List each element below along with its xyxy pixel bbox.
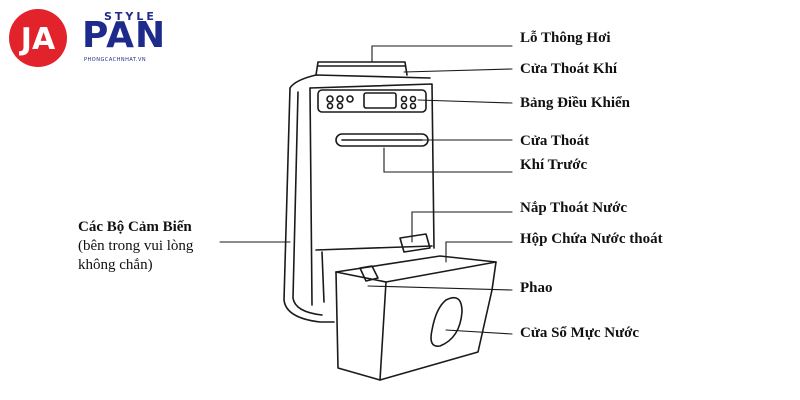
- panel-button-9: [409, 102, 417, 110]
- leader-drain-cover: [411, 211, 513, 243]
- cavity-top-edge: [315, 245, 433, 251]
- label-drain-cover: Nắp Thoát Nước: [520, 200, 628, 216]
- float-shape: [359, 265, 379, 282]
- control-panel-outline: [317, 89, 427, 113]
- front-face-left: [309, 87, 313, 306]
- label-sensors-note-1: (bên trong vui lòng: [78, 238, 194, 254]
- body-side-inner: [292, 91, 323, 316]
- panel-button-7: [409, 95, 417, 103]
- logo-url-text: PHONGCACHNHAT.VN: [84, 57, 147, 63]
- logo-brand-text: PAN: [82, 15, 167, 56]
- body-left-edge: [283, 87, 335, 323]
- panel-button-1: [326, 95, 334, 103]
- logo-circle-mark: JA: [9, 9, 67, 67]
- drain-cover-shape: [399, 233, 431, 253]
- label-sensors-note-2: không chắn): [78, 257, 153, 273]
- label-water-window: Cửa Sổ Mực Nước: [520, 325, 640, 341]
- label-float: Phao: [520, 280, 553, 296]
- front-face-outline: [309, 83, 435, 249]
- tank-front-face: [379, 281, 493, 381]
- leader-water-window: [445, 329, 513, 335]
- panel-button-4: [326, 102, 334, 110]
- label-water-tank: Hộp Chứa Nước thoát: [520, 231, 663, 247]
- panel-button-2: [336, 95, 344, 103]
- tank-left-face: [335, 271, 381, 381]
- leader-front-exhaust-2: [383, 147, 513, 173]
- water-level-window: [430, 296, 463, 347]
- logo-circle: [9, 9, 67, 67]
- logo-mark-text: JA: [19, 22, 56, 57]
- leader-exhaust: [403, 68, 513, 73]
- label-sensors: Các Bộ Cảm Biến (bên trong vui lòng khôn…: [78, 218, 193, 275]
- leader-float: [367, 285, 513, 291]
- label-vent: Lỗ Thông Hơi: [520, 30, 611, 46]
- panel-button-6: [400, 95, 408, 103]
- label-sensors-title: Các Bộ Cảm Biến: [78, 219, 192, 235]
- control-display: [363, 92, 397, 109]
- brand-logo: JA STYLE PAN PHONGCACHNHAT.VN: [8, 8, 168, 68]
- label-exhaust: Cửa Thoát Khí: [520, 61, 618, 77]
- panel-button-3: [346, 95, 354, 103]
- top-vent-bar: [315, 61, 408, 76]
- panel-button-5: [336, 102, 344, 110]
- tank-top-back: [335, 255, 497, 291]
- cavity-left-edge: [321, 251, 325, 303]
- leader-control-panel: [417, 99, 513, 104]
- logo-style-text: STYLE: [104, 10, 157, 23]
- label-control-panel: Bảng Điều Khiển: [520, 95, 631, 111]
- tank-top-front-left: [335, 271, 387, 283]
- tank-top-front-right: [385, 261, 497, 283]
- label-front-exhaust-line2: Khí Trước: [520, 157, 588, 173]
- label-front-exhaust-line1: Cửa Thoát: [520, 133, 590, 149]
- panel-button-8: [400, 102, 408, 110]
- leader-water-tank: [445, 241, 513, 263]
- leader-vent: [371, 45, 513, 63]
- body-top-edge: [289, 74, 431, 89]
